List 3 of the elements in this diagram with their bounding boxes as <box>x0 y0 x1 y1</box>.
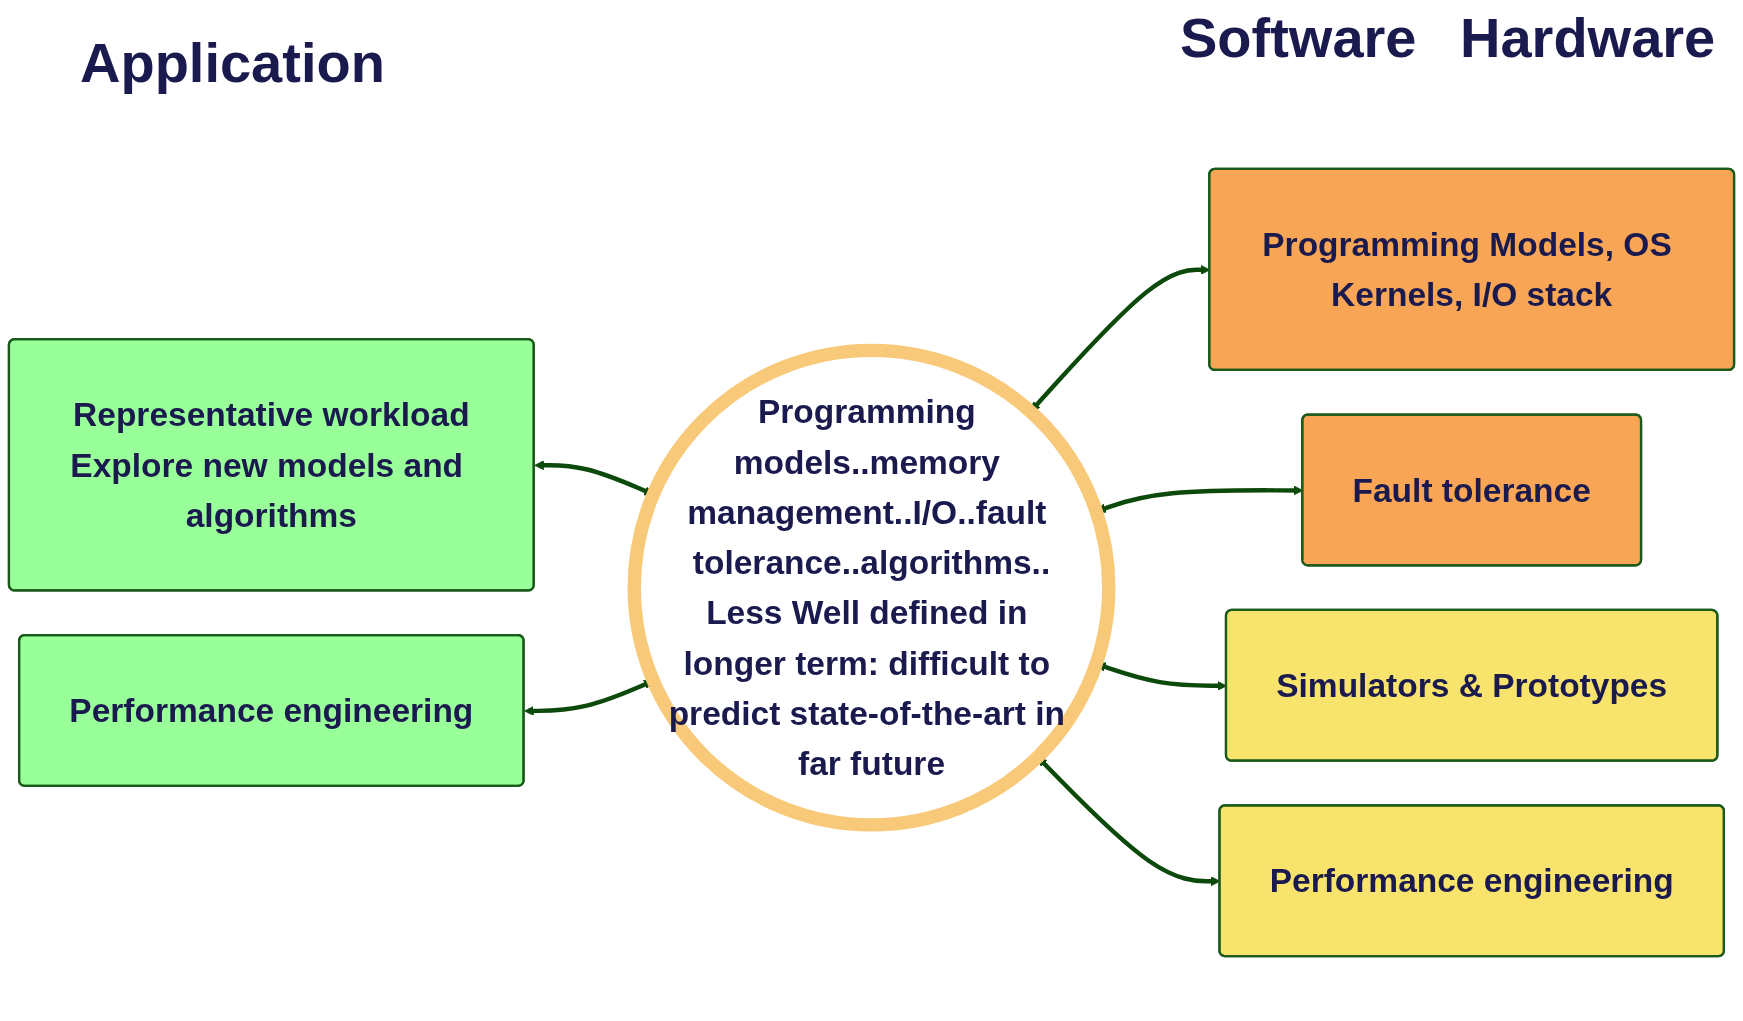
section-heading: Application <box>80 30 385 95</box>
section-heading: Software <box>1180 5 1417 70</box>
section-heading: Hardware <box>1460 5 1716 70</box>
